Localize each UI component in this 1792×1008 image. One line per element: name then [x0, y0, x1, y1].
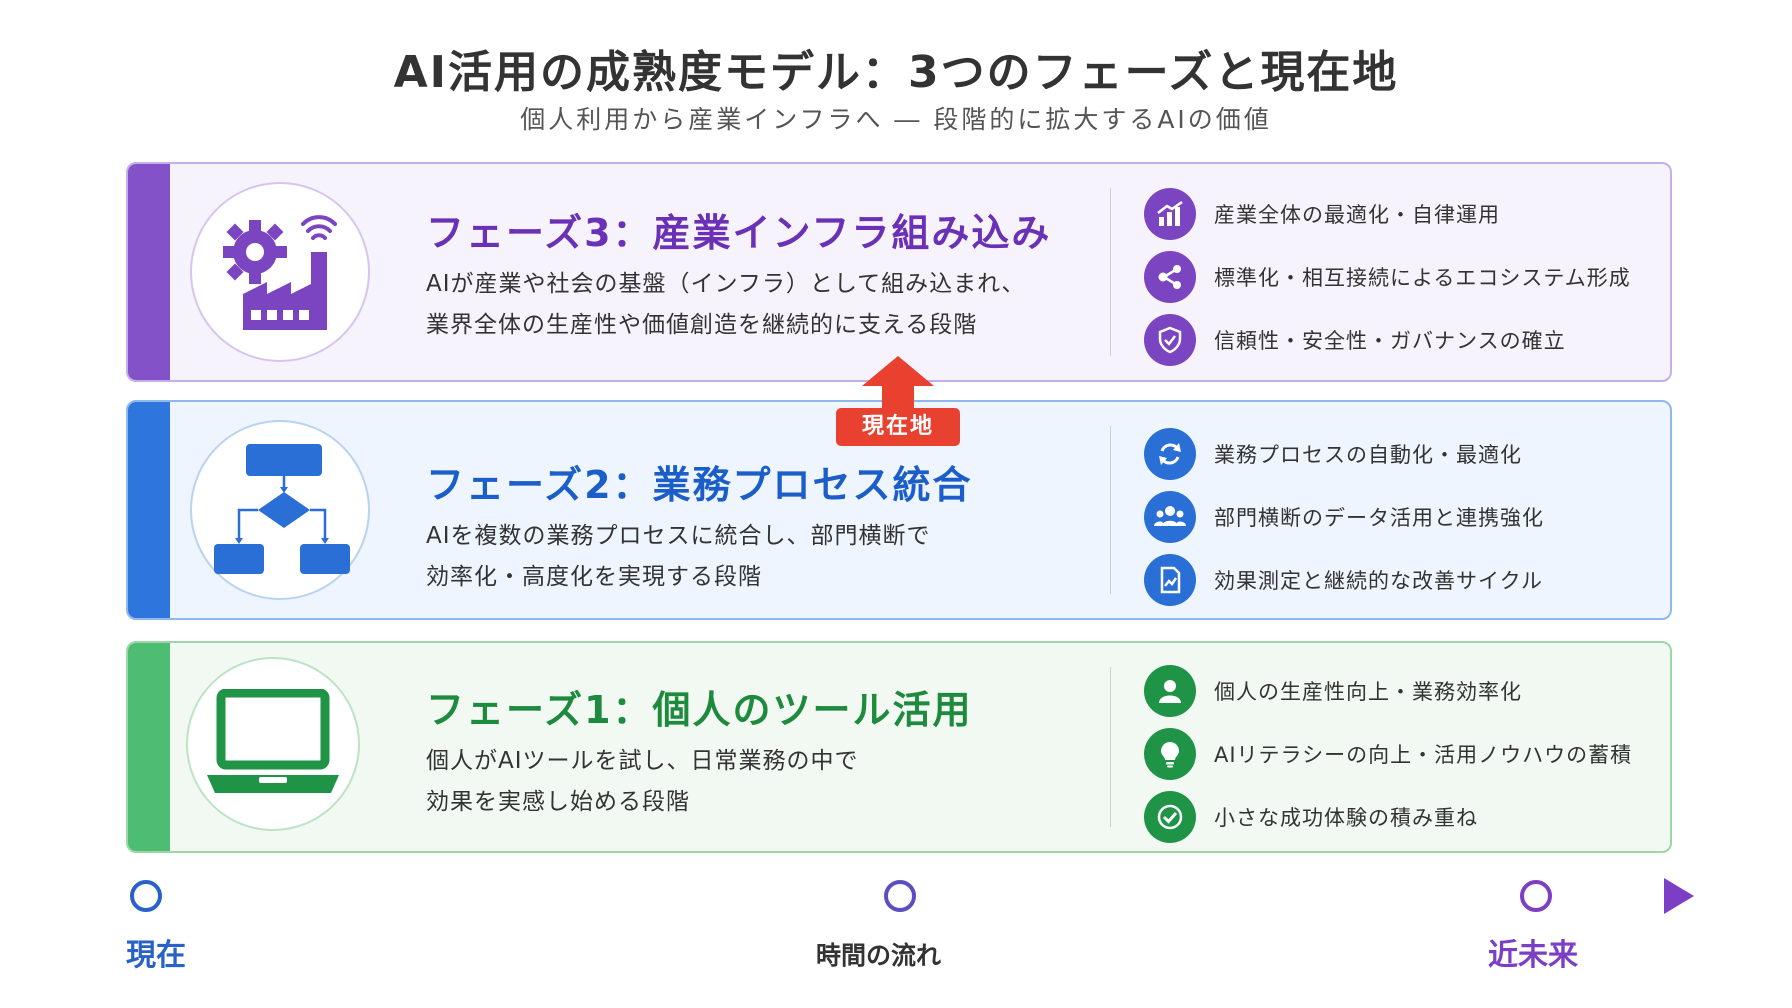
- feature-label: 効果測定と継続的な改善サイクル: [1214, 568, 1543, 593]
- phase-1-desc-line-1: 個人がAIツールを試し、日常業務の中で: [426, 748, 859, 774]
- chart-icon: [1144, 187, 1196, 240]
- laptop-icon: [186, 657, 360, 831]
- phase-2-desc-line-1: AIを複数の業務プロセスに統合し、部門横断で: [426, 523, 931, 549]
- feature-item: 部門横断のデータ活用と連携強化: [1144, 485, 1664, 548]
- team-icon: [1144, 490, 1196, 543]
- phase-3-description: AIが産業や社会の基盤（インフラ）として組み込まれ、 業界全体の生産性や価値創造…: [426, 264, 1025, 346]
- feature-item: 産業全体の最適化・自律運用: [1144, 182, 1664, 245]
- timeline-end-label: 近未来: [1488, 938, 1578, 973]
- timeline-axis: [130, 878, 1694, 914]
- phase-2-description: AIを複数の業務プロセスに統合し、部門横断で 効率化・高度化を実現する段階: [426, 516, 931, 598]
- user-icon: [1144, 664, 1196, 717]
- lightbulb-icon: [1144, 727, 1196, 780]
- flowchart-icon: [190, 420, 370, 600]
- phase-1-divider: [1110, 667, 1111, 827]
- feature-item: 信頼性・安全性・ガバナンスの確立: [1144, 308, 1664, 371]
- feature-item: 効果測定と継続的な改善サイクル: [1144, 548, 1664, 611]
- timeline-middle-label: 時間の流れ: [816, 941, 942, 970]
- network-icon: [1144, 250, 1196, 303]
- phase-2-desc-line-2: 効率化・高度化を実現する段階: [426, 564, 762, 590]
- refresh-icon: [1144, 427, 1196, 480]
- phase-2-title: フェーズ2：業務プロセス統合: [426, 463, 973, 507]
- phase-3-accent-bar: [128, 164, 170, 380]
- feature-item: 業務プロセスの自動化・最適化: [1144, 422, 1664, 485]
- shield-check-icon: [1144, 313, 1196, 366]
- phase-1-desc-line-2: 効果を実感し始める段階: [426, 789, 690, 815]
- timeline-node-middle: [884, 880, 916, 912]
- phase-1-description: 個人がAIツールを試し、日常業務の中で 効果を実感し始める段階: [426, 741, 859, 823]
- page-title: AI活用の成熟度モデル：3つのフェーズと現在地: [393, 47, 1399, 98]
- feature-label: 業務プロセスの自動化・最適化: [1214, 442, 1522, 467]
- feature-item: 個人の生産性向上・業務効率化: [1144, 659, 1664, 722]
- feature-label: 個人の生産性向上・業務効率化: [1214, 679, 1522, 704]
- phase-3-card: フェーズ3：産業インフラ組み込み AIが産業や社会の基盤（インフラ）として組み込…: [126, 162, 1672, 382]
- feature-label: 標準化・相互接続によるエコシステム形成: [1214, 265, 1631, 290]
- phase-1-title: フェーズ1：個人のツール活用: [426, 688, 973, 732]
- phase-2-card: フェーズ2：業務プロセス統合 AIを複数の業務プロセスに統合し、部門横断で 効率…: [126, 400, 1672, 620]
- check-circle-icon: [1144, 790, 1196, 843]
- phase-3-features: 産業全体の最適化・自律運用 標準化・相互接続によるエコシステム形成 信頼性・安全…: [1144, 182, 1664, 371]
- phase-3-divider: [1110, 188, 1111, 356]
- phase-1-accent-bar: [128, 643, 170, 851]
- phase-3-title: フェーズ3：産業インフラ組み込み: [426, 211, 1052, 255]
- phase-1-card: フェーズ1：個人のツール活用 個人がAIツールを試し、日常業務の中で 効果を実感…: [126, 641, 1672, 853]
- feature-label: 部門横断のデータ活用と連携強化: [1214, 505, 1544, 530]
- up-arrow-icon: [862, 356, 934, 410]
- timeline-node-end: [1520, 880, 1552, 912]
- feature-label: AIリテラシーの向上・活用ノウハウの蓄積: [1214, 742, 1633, 767]
- timeline-start-label: 現在: [126, 938, 186, 973]
- phase-2-divider: [1110, 426, 1111, 594]
- feature-item: AIリテラシーの向上・活用ノウハウの蓄積: [1144, 722, 1664, 785]
- timeline-node-start: [130, 880, 162, 912]
- current-position-marker: 現在地: [836, 356, 960, 446]
- phase-3-desc-line-1: AIが産業や社会の基盤（インフラ）として組み込まれ、: [426, 271, 1026, 297]
- phase-2-accent-bar: [128, 402, 170, 618]
- feature-label: 信頼性・安全性・ガバナンスの確立: [1214, 328, 1566, 353]
- report-icon: [1144, 553, 1196, 606]
- page-subtitle: 個人利用から産業インフラへ ― 段階的に拡大するAIの価値: [520, 105, 1272, 134]
- current-position-label: 現在地: [836, 408, 960, 446]
- phase-3-desc-line-2: 業界全体の生産性や価値創造を継続的に支える段階: [426, 312, 978, 338]
- phase-1-features: 個人の生産性向上・業務効率化 AIリテラシーの向上・活用ノウハウの蓄積 小さな成…: [1144, 659, 1664, 848]
- feature-label: 産業全体の最適化・自律運用: [1214, 202, 1500, 227]
- feature-item: 標準化・相互接続によるエコシステム形成: [1144, 245, 1664, 308]
- feature-item: 小さな成功体験の積み重ね: [1144, 785, 1664, 848]
- feature-label: 小さな成功体験の積み重ね: [1214, 805, 1478, 830]
- factory-gear-icon: [190, 182, 370, 362]
- phase-2-features: 業務プロセスの自動化・最適化 部門横断のデータ活用と連携強化 効果測定と継続的な…: [1144, 422, 1664, 611]
